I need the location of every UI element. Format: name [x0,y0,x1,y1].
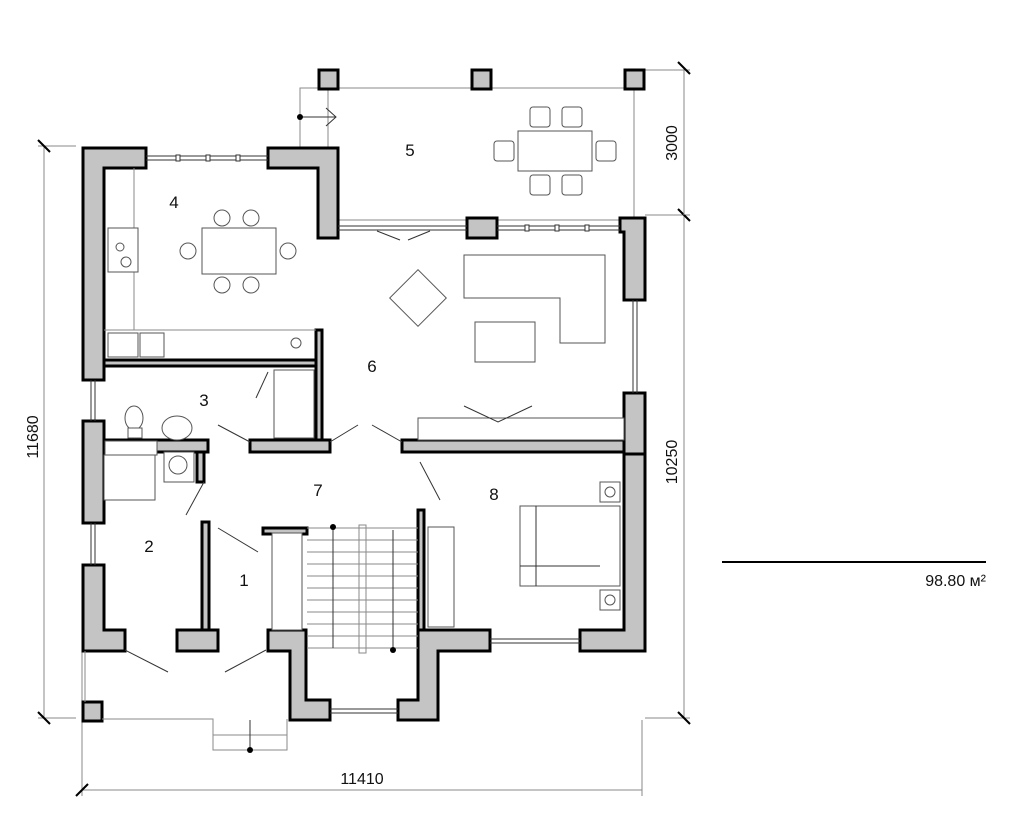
room-label-2: 2 [144,537,153,556]
room-label-7: 7 [313,481,322,500]
dimension-lines [37,61,691,797]
entrance-steps [84,651,288,753]
chair-icon [493,106,617,196]
bedroom-furniture [427,481,621,628]
exterior-walls [81,146,647,723]
room-label-4: 4 [169,193,178,212]
bathroom-fixtures [103,369,315,501]
door-swings [124,371,441,673]
room-label-6: 6 [367,357,376,376]
room-label-3: 3 [199,391,208,410]
living-furniture [389,254,625,441]
staircase [271,524,418,654]
terrace [297,68,646,221]
kitchen-furniture [104,168,316,358]
total-area-value: 98.80 м² [925,573,986,590]
room-label-8: 8 [489,485,498,504]
room-label-1: 1 [239,571,248,590]
dimension-terrace-depth: 3000 [664,125,681,161]
windows [90,154,638,714]
dimension-width: 11410 [340,771,383,788]
dimension-height-total: 11680 [25,415,42,458]
total-area-rule: 98.80 м² [722,561,986,590]
dimension-height-main: 10250 [664,440,681,485]
room-label-5: 5 [405,141,414,160]
